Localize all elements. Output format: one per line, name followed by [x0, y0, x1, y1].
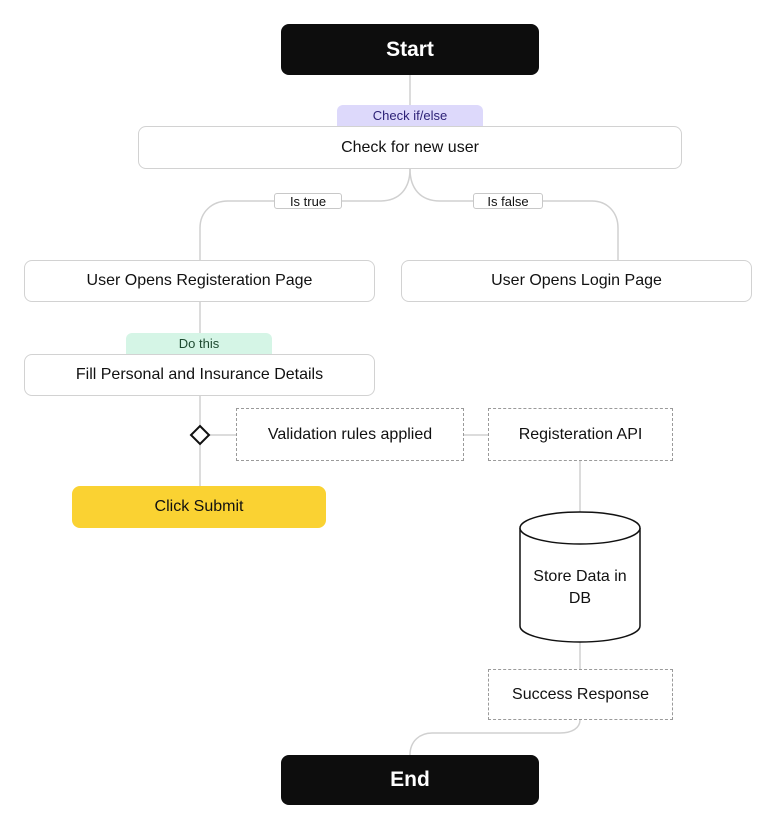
is-true-text: Is true — [289, 193, 327, 209]
do-this-tag: Do this — [126, 333, 272, 354]
click-submit-node[interactable]: Click Submit — [72, 486, 326, 528]
registration-page-node[interactable]: User Opens Registeration Page — [24, 260, 375, 302]
connector-success-end — [409, 719, 581, 756]
store-data-line1: Store Data in — [533, 568, 627, 585]
check-if-else-label: Check if/else — [372, 108, 448, 123]
start-node[interactable]: Start — [281, 24, 539, 75]
do-this-label: Do this — [178, 336, 220, 351]
database-cylinder — [519, 511, 641, 643]
connector-check-false — [409, 168, 619, 260]
registration-page-label: User Opens Registeration Page — [86, 272, 313, 289]
success-response-node[interactable]: Success Response — [488, 669, 673, 720]
is-false-text: Is false — [487, 193, 529, 209]
success-response-label: Success Response — [512, 685, 649, 703]
is-false-edge-label: Is false — [473, 193, 543, 209]
end-label: End — [390, 768, 430, 791]
registration-api-node[interactable]: Registeration API — [488, 408, 673, 461]
login-page-label: User Opens Login Page — [491, 272, 662, 289]
fill-details-label: Fill Personal and Insurance Details — [75, 366, 324, 383]
connector-check-true — [199, 168, 411, 260]
validation-rules-label: Validation rules applied — [267, 425, 433, 443]
click-submit-label: Click Submit — [154, 498, 244, 515]
is-true-edge-label: Is true — [274, 193, 342, 209]
login-page-node[interactable]: User Opens Login Page — [401, 260, 752, 302]
check-new-user-label: Check for new user — [341, 138, 479, 156]
check-if-else-tag: Check if/else — [337, 105, 483, 126]
store-data-db-label: Store Data in DB — [520, 548, 640, 628]
decision-diamond — [189, 424, 211, 446]
check-new-user-node[interactable]: Check for new user — [138, 126, 682, 169]
start-label: Start — [386, 37, 434, 61]
store-data-line2: DB — [568, 590, 592, 607]
registration-api-label: Registeration API — [518, 425, 643, 443]
fill-details-node[interactable]: Fill Personal and Insurance Details — [24, 354, 375, 396]
validation-rules-node[interactable]: Validation rules applied — [236, 408, 464, 461]
end-node[interactable]: End — [281, 755, 539, 805]
